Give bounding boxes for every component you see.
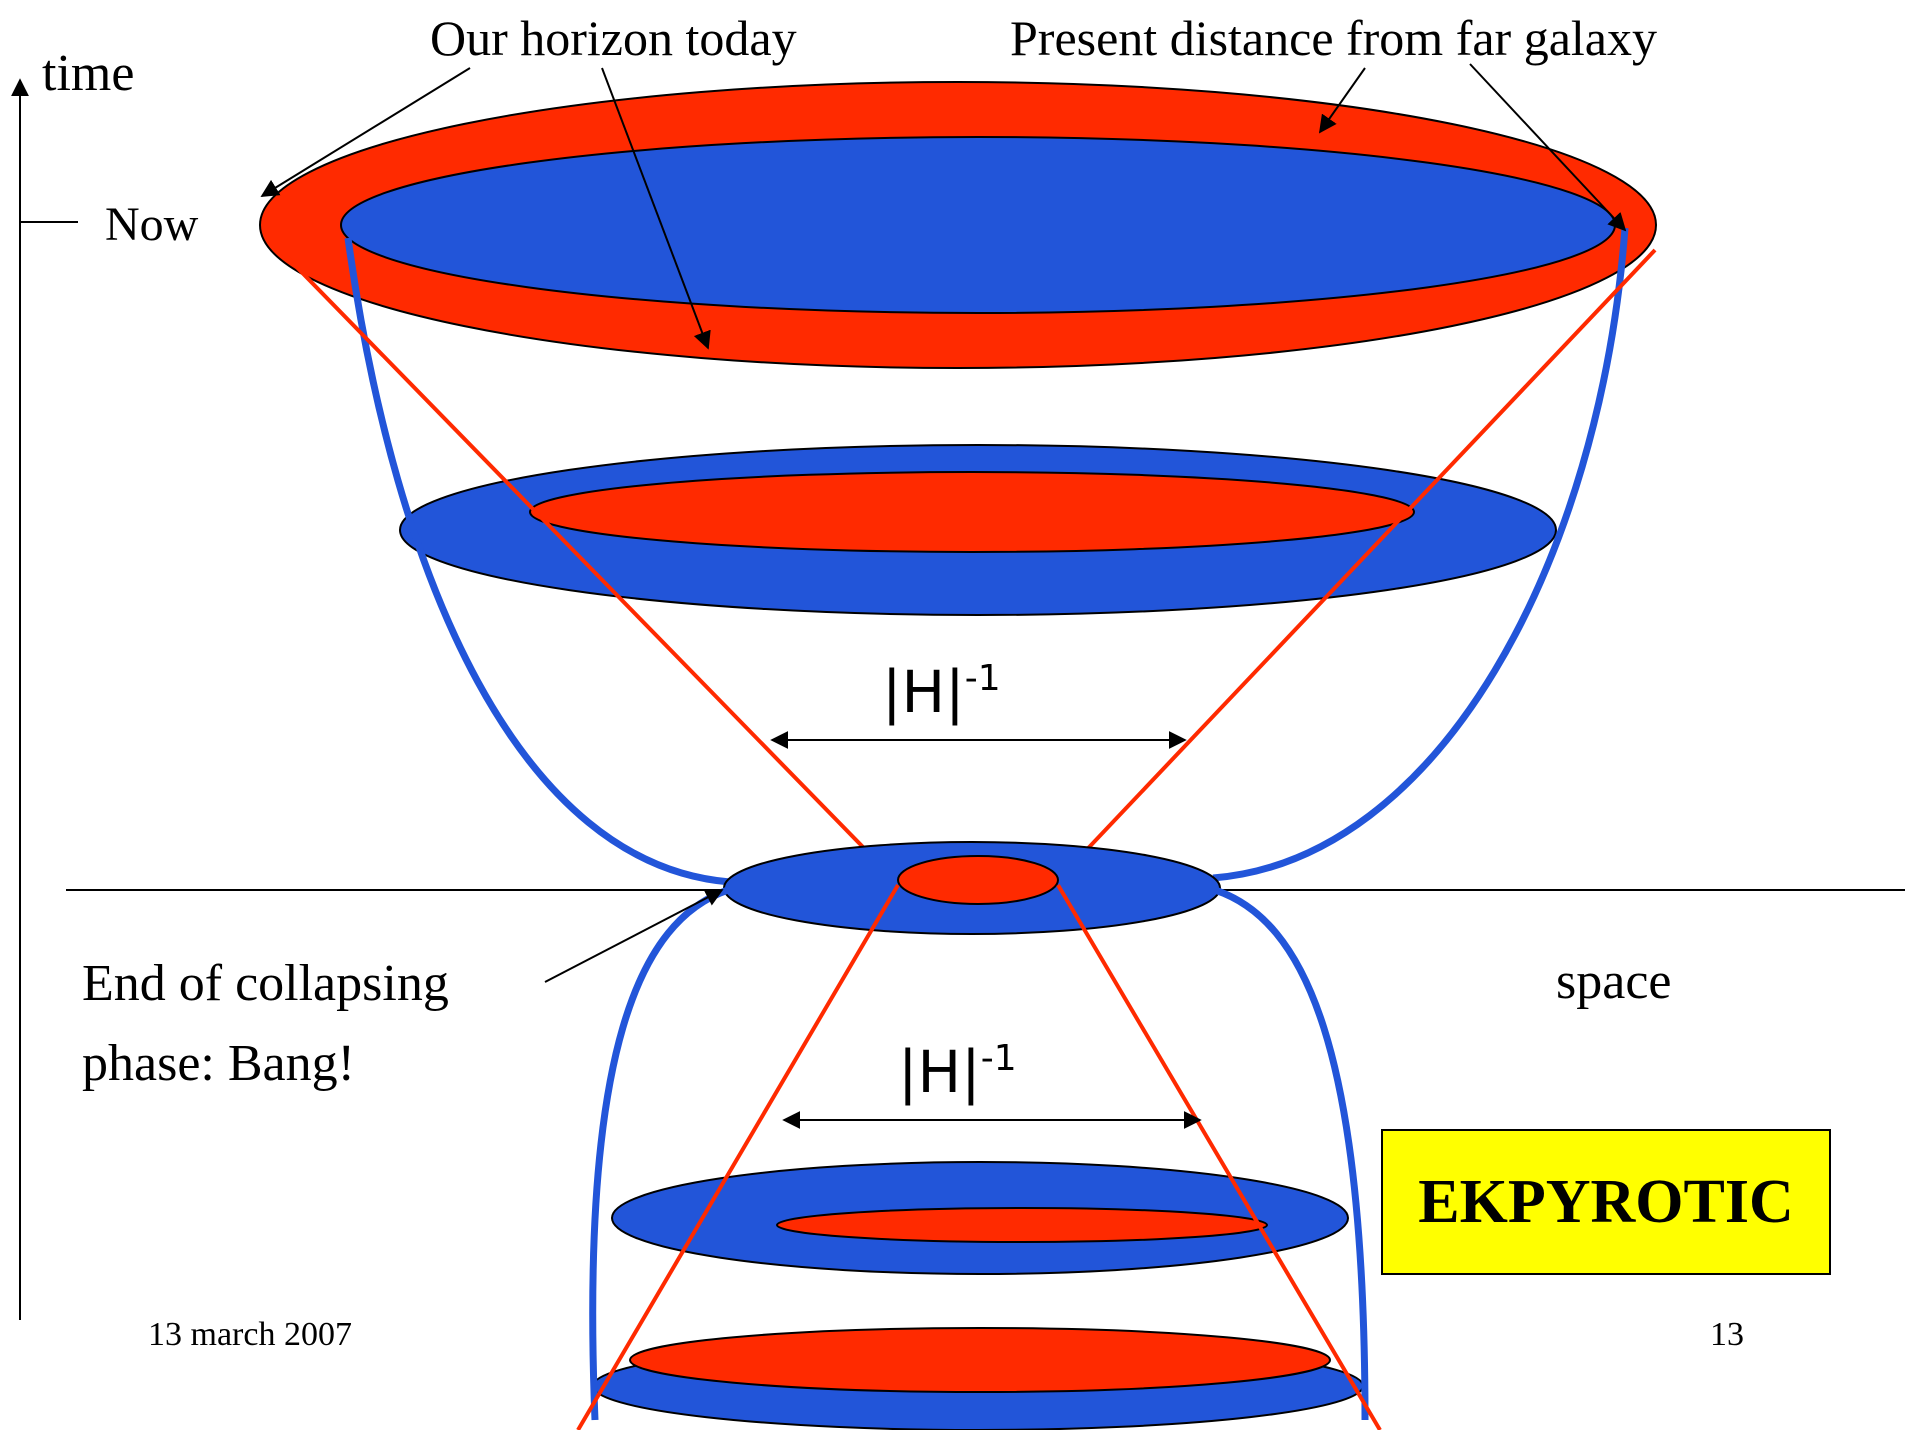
horizon-today-pointer-1 (260, 67, 471, 197)
mid-horizon-ellipse (529, 471, 1415, 553)
ekpyrotic-badge-label: EKPYROTIC (1418, 1168, 1793, 1236)
bang-horizon-ellipse (897, 855, 1059, 905)
now-label: Now (105, 198, 199, 251)
far-galaxy-label: Present distance from far galaxy (1010, 10, 1657, 66)
collapsing-universe-curve-right (1213, 886, 1369, 1421)
collapsing-phase (576, 883, 1382, 1430)
far-galaxy-pointer-1 (1318, 67, 1366, 134)
collapse-label-line1: End of collapsing (82, 955, 449, 1012)
hubble-radius-upper: |H|-1 (770, 658, 1187, 749)
horizon-line-lower-left (576, 883, 900, 1430)
collapse-label-line2: phase: Bang! (82, 1035, 355, 1092)
horizon-today-pointer-2 (601, 67, 711, 350)
expanding-phase (259, 81, 1657, 887)
ekpyrotic-badge-box (1381, 1129, 1831, 1275)
bang-slice (723, 841, 1221, 935)
hubble-radius-lower-label: |H|-1 (898, 1038, 1017, 1106)
far-galaxy-pointer-2 (1469, 63, 1627, 232)
now-universe-ellipse (340, 136, 1616, 314)
footer-page-number: 13 (1710, 1316, 1744, 1353)
ekpyrotic-badge: EKPYROTIC (1381, 1129, 1831, 1275)
space-axis-label: space (1556, 953, 1671, 1010)
lower-horizon-ellipse-1 (776, 1207, 1268, 1243)
horizon-today-label: Our horizon today (430, 10, 797, 66)
lower-horizon-ellipse-2 (629, 1327, 1331, 1393)
hubble-radius-upper-label: |H|-1 (882, 658, 1001, 726)
expanding-universe-curve-right (1212, 227, 1629, 882)
horizon-line-upper-right (1056, 248, 1657, 882)
collapse-pointer (544, 889, 724, 983)
horizon-line-lower-right (1056, 883, 1382, 1430)
horizon-line-upper-left (278, 248, 902, 887)
collapsing-universe-curve-left (589, 886, 730, 1421)
time-axis-label: time (42, 45, 134, 102)
expanding-universe-curve (344, 237, 731, 886)
hubble-radius-lower: |H|-1 (782, 1038, 1202, 1129)
footer-date: 13 march 2007 (148, 1316, 352, 1353)
